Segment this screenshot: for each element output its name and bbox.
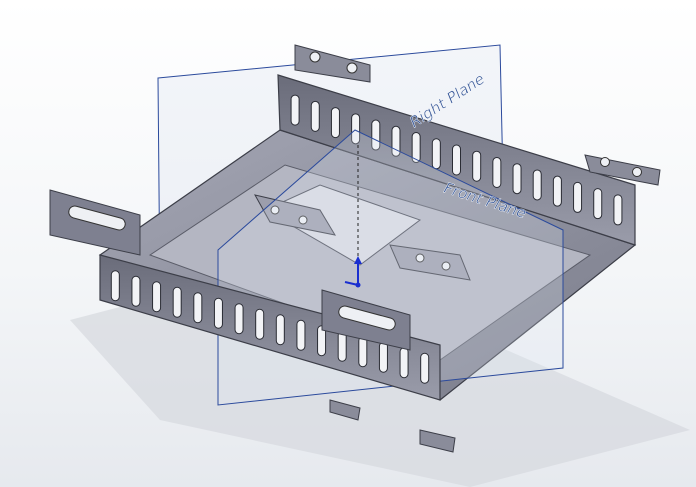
- right-bracket: [389, 244, 471, 281]
- vent-slot: [131, 275, 141, 307]
- back-wall-slots: [290, 94, 623, 226]
- bracket-hole: [441, 261, 451, 271]
- vent-slot: [330, 107, 340, 139]
- foot: [419, 429, 456, 453]
- vent-slot: [290, 94, 300, 126]
- vent-slot: [193, 292, 203, 324]
- tab-slot: [338, 305, 396, 331]
- vent-slot: [431, 138, 441, 170]
- center-cutout: [263, 184, 422, 266]
- vent-slot: [420, 352, 430, 384]
- vent-slot: [275, 314, 285, 346]
- vent-slot: [213, 297, 223, 329]
- tab-hole: [600, 157, 610, 167]
- vent-slot: [411, 132, 421, 164]
- vent-slot: [110, 270, 120, 302]
- vent-slot: [472, 150, 482, 182]
- vent-slot: [337, 330, 347, 362]
- vent-slot: [152, 281, 162, 313]
- foot: [329, 399, 361, 421]
- bracket-hole: [415, 253, 425, 263]
- vent-slot: [378, 341, 388, 373]
- vent-slot: [351, 113, 361, 145]
- vent-slot: [172, 286, 182, 318]
- left-bracket: [254, 194, 337, 236]
- vent-slot: [532, 169, 542, 201]
- front-wall-slots: [110, 270, 430, 384]
- vent-slot: [512, 163, 522, 195]
- origin-triad-icon: [344, 256, 362, 288]
- bracket-hole: [270, 205, 280, 215]
- tab-hole: [632, 167, 642, 177]
- vent-slot: [296, 319, 306, 351]
- vent-slot: [255, 308, 265, 340]
- tab-slot: [68, 205, 126, 231]
- vent-slot: [552, 175, 562, 207]
- vent-slot: [371, 119, 381, 151]
- vent-slot: [452, 144, 461, 176]
- bracket-hole: [298, 215, 308, 225]
- vent-slot: [613, 194, 623, 226]
- vent-slot: [593, 188, 603, 220]
- vent-slot: [573, 181, 583, 213]
- vent-slot: [234, 303, 244, 335]
- vent-slot: [358, 336, 368, 368]
- vent-slot: [310, 100, 320, 132]
- vent-slot: [492, 156, 502, 188]
- tab-hole: [309, 51, 321, 63]
- vent-slot: [399, 347, 409, 379]
- tab-hole: [346, 62, 358, 74]
